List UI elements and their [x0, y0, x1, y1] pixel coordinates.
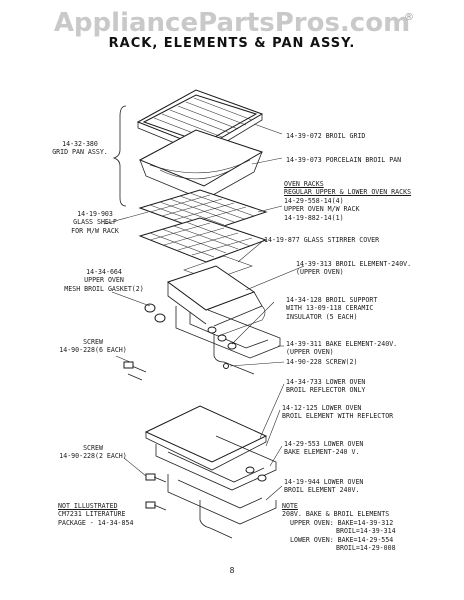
watermark: AppliancePartsPros.com	[53, 8, 411, 38]
label-glass-shelf: 14-19-903 GLASS SHELF FOR M/W RACK	[60, 210, 130, 235]
label-grid-pan-assy: 14-32-380 GRID PAN ASSY.	[40, 140, 120, 157]
label-line: BAKE ELEMENT-240 V.	[284, 448, 360, 457]
label-lower-broil-element: 14-19-944 LOWER OVEN BROIL ELEMENT 240V.	[284, 478, 363, 495]
label-line: PACKAGE - 14-34-854	[58, 518, 134, 527]
lower-broil-reflector	[144, 405, 268, 471]
label-line: (UPPER OVEN)	[296, 268, 344, 277]
note-heading: NOTE	[282, 502, 298, 510]
note-line: UPPER OVEN: BAKE=14-39-312	[290, 518, 394, 527]
label-line: CM7231 LITERATURE	[58, 510, 126, 519]
label-line: 14-29-558-14(4)	[284, 196, 344, 205]
leader-lines	[103, 123, 305, 501]
label-line: 14-34-733 LOWER OVEN	[286, 378, 366, 386]
grid-pan-brace	[112, 105, 127, 207]
label-line: 14-34-664	[86, 268, 122, 276]
label-lower-bake-element: 14-29-553 LOWER OVEN BAKE ELEMENT-240 V.	[284, 440, 363, 457]
label-line: 14-29-553 LOWER OVEN	[284, 440, 364, 448]
label-line: 14-19-944 LOWER OVEN	[284, 478, 364, 486]
label-line: INSULATOR (5 EACH)	[286, 312, 358, 321]
label-line: GLASS SHELF	[73, 218, 117, 227]
label-line: UPPER OVEN	[84, 276, 124, 285]
label-line: (UPPER OVEN)	[286, 348, 334, 357]
label-line: GRID PAN ASSY.	[52, 148, 108, 157]
label-upper-bake-element: 14-39-311 BAKE ELEMENT-240V. (UPPER OVEN…	[286, 340, 397, 357]
label-line: UPPER OVEN M/W RACK	[284, 205, 360, 214]
watermark-registered-mark: ®	[404, 12, 414, 23]
label-line: 14-90-228(6 EACH)	[59, 346, 127, 355]
label-line: 14-39-311 BAKE ELEMENT-240V.	[286, 340, 398, 348]
label-glass-stirrer-cover: 14-19-877 GLASS STIRRER COVER	[264, 236, 380, 244]
label-line: 14-34-128 BROIL SUPPORT	[286, 296, 378, 304]
label-line: FOR M/W RACK	[71, 226, 119, 235]
lower-oven-elements	[155, 435, 277, 539]
oven-rack-mw	[138, 217, 268, 263]
label-not-illustrated: NOT ILLUSTRATED CM7231 LITERATURE PACKAG…	[58, 502, 133, 527]
screws-lower	[145, 473, 167, 511]
label-line: REGULAR UPPER & LOWER OVEN RACKS	[284, 188, 412, 197]
upper-bake-element	[175, 306, 281, 375]
label-oven-racks: OVEN RACKS REGULAR UPPER & LOWER OVEN RA…	[284, 180, 411, 222]
label-line: 14-39-313 BROIL ELEMENT-240V.	[296, 260, 412, 268]
broil-supports	[207, 326, 237, 350]
note-line: BROIL=14-29-008	[336, 544, 396, 553]
porcelain-broil-pan	[138, 129, 264, 201]
label-line: SCREW	[83, 338, 103, 346]
note-line: BROIL=14-39-314	[336, 527, 396, 536]
label-line: 14-19-903	[77, 210, 113, 218]
label-screw-2: 14-90-228 SCREW(2)	[286, 358, 358, 366]
label-upper-broil-element: 14-39-313 BROIL ELEMENT-240V. (UPPER OVE…	[296, 260, 411, 277]
label-porcelain-broil-pan: 14-39-073 PORCELAIN BROIL PAN	[286, 156, 402, 164]
label-lower-broil-reflector: 14-34-733 LOWER OVEN BROIL REFLECTOR ONL…	[286, 378, 365, 395]
label-line: MESH BROIL GASKET(2)	[64, 284, 144, 293]
broil-grid	[136, 89, 264, 156]
label-screw-upper: SCREW 14-90-228(6 EACH)	[56, 338, 130, 355]
label-line: 14-32-380	[62, 140, 98, 148]
label-line: 14-12-125 LOWER OVEN	[282, 404, 362, 412]
label-broil-grid: 14-39-072 BROIL GRID	[286, 132, 366, 140]
label-line: SCREW	[83, 444, 103, 452]
label-screw-lower: SCREW 14-90-228(2 EACH)	[56, 444, 130, 461]
note-208v-elements: NOTE 208V. BAKE & BROIL ELEMENTS UPPER O…	[282, 502, 396, 552]
label-line: BROIL ELEMENT WITH REFLECTOR	[282, 412, 394, 421]
label-mesh-broil-gasket: 14-34-664 UPPER OVEN MESH BROIL GASKET(2…	[64, 268, 144, 293]
page-number: 8	[229, 566, 235, 575]
label-line: 14-19-882-14(1)	[284, 213, 344, 222]
label-line: NOT ILLUSTRATED	[58, 502, 118, 510]
label-line: BROIL REFLECTOR ONLY	[286, 386, 366, 395]
label-line: WITH 13-09-118 CERAMIC	[286, 304, 374, 313]
diagram-title: RACK, ELEMENTS & PAN ASSY.	[108, 36, 356, 51]
upper-broil-element	[166, 265, 266, 337]
label-lower-broil-with-reflector: 14-12-125 LOWER OVEN BROIL ELEMENT WITH …	[282, 404, 393, 421]
note-line: 208V. BAKE & BROIL ELEMENTS	[282, 510, 390, 519]
label-line: 14-90-228(2 EACH)	[59, 452, 127, 461]
note-line: LOWER OVEN: BAKE=14-29-554	[290, 535, 394, 544]
mesh-gasket-and-screws-upper	[123, 303, 229, 381]
label-broil-support: 14-34-128 BROIL SUPPORT WITH 13-09-118 C…	[286, 296, 377, 321]
label-line: OVEN RACKS	[284, 180, 324, 188]
label-line: BROIL ELEMENT 240V.	[284, 486, 360, 495]
